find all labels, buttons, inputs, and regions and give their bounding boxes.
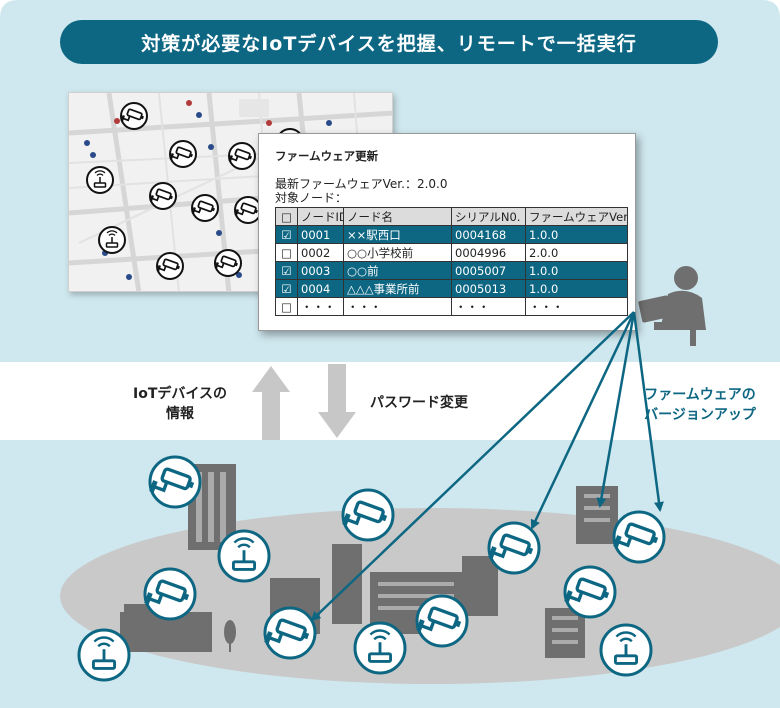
row-node-name: △△△事業所前 <box>343 279 452 298</box>
building-windows <box>196 472 610 644</box>
firmware-upgrade-label-line2: バージョンアップ <box>644 407 756 423</box>
firmware-upgrade-label-line1: ファームウェアの <box>644 387 756 403</box>
update-arrow <box>310 311 635 622</box>
node-table: □ ノードID ノード名 シリアルN0. ファームウェアVer. ☑0001××… <box>275 207 628 316</box>
node-row[interactable]: □・・・・・・・・・・・・ <box>275 297 628 316</box>
firmware-update-dialog: ファームウェア更新 最新ファームウェアVer.：2.0.0 対象ノード： □ ノ… <box>258 133 636 331</box>
row-node-id: 0004 <box>297 279 344 298</box>
router-icon <box>77 628 131 682</box>
map-pins-red <box>114 100 272 126</box>
update-arrow <box>632 311 664 512</box>
row-firmware-version: 1.0.0 <box>525 225 628 244</box>
row-serial: 0004168 <box>451 225 526 244</box>
latest-firmware-version: 最新ファームウェアVer.：2.0.0 <box>275 177 448 191</box>
row-node-name: ××駅西口 <box>343 225 452 244</box>
header-node-name: ノード名 <box>343 207 452 226</box>
page-title: 対策が必要なIoTデバイスを把握、リモートで一括実行 <box>60 20 718 64</box>
update-arrow <box>596 311 636 508</box>
iot-info-label-line1: IoTデバイスの <box>133 386 227 402</box>
node-table-header: □ ノードID ノード名 シリアルN0. ファームウェアVer. <box>275 207 628 226</box>
operator-person <box>638 266 706 346</box>
iot-devices <box>77 455 666 682</box>
row-checkbox[interactable]: ☑ <box>275 279 298 298</box>
target-nodes-label: 対象ノード： <box>275 191 348 205</box>
camera-icon <box>563 565 617 619</box>
router-icon <box>217 529 271 583</box>
building-center-right <box>462 556 498 616</box>
tree <box>224 620 236 644</box>
row-serial: ・・・ <box>451 297 526 316</box>
row-serial: 0005007 <box>451 261 526 280</box>
camera-icon <box>263 606 317 660</box>
update-arrow <box>530 311 636 530</box>
password-change-label: パスワード変更 <box>370 395 468 411</box>
dialog-title: ファームウェア更新 <box>275 149 379 163</box>
iot-info-label: IoTデバイスの 情報 <box>112 384 248 424</box>
row-node-name: ○○小学校前 <box>343 243 452 262</box>
row-firmware-version: ・・・ <box>525 297 628 316</box>
row-node-id: 0003 <box>297 261 344 280</box>
row-node-name: ○○前 <box>343 261 452 280</box>
row-firmware-version: 2.0.0 <box>525 243 628 262</box>
row-node-id: 0002 <box>297 243 344 262</box>
map-park <box>239 99 269 117</box>
camera-icon <box>487 521 541 575</box>
row-serial: 0005013 <box>451 279 526 298</box>
row-firmware-version: 1.0.0 <box>525 279 628 298</box>
camera-icon <box>415 594 469 648</box>
row-node-name: ・・・ <box>343 297 452 316</box>
down-arrow <box>318 364 356 438</box>
camera-icon <box>341 488 395 542</box>
router-icon <box>599 623 653 677</box>
up-arrow <box>252 366 290 440</box>
building-center-tall <box>332 544 362 624</box>
firmware-upgrade-label: ファームウェアの バージョンアップ <box>630 385 770 425</box>
camera-icon <box>148 455 202 509</box>
update-arrows <box>310 311 664 622</box>
camera-icon <box>612 510 666 564</box>
header-serial: シリアルN0. <box>451 207 526 226</box>
camera-icon <box>143 567 197 621</box>
router-icon <box>353 621 407 675</box>
header-firmware-version: ファームウェアVer. <box>525 207 628 226</box>
iot-info-label-line2: 情報 <box>166 406 194 422</box>
row-firmware-version: 1.0.0 <box>525 261 628 280</box>
row-node-id: ・・・ <box>297 297 344 316</box>
